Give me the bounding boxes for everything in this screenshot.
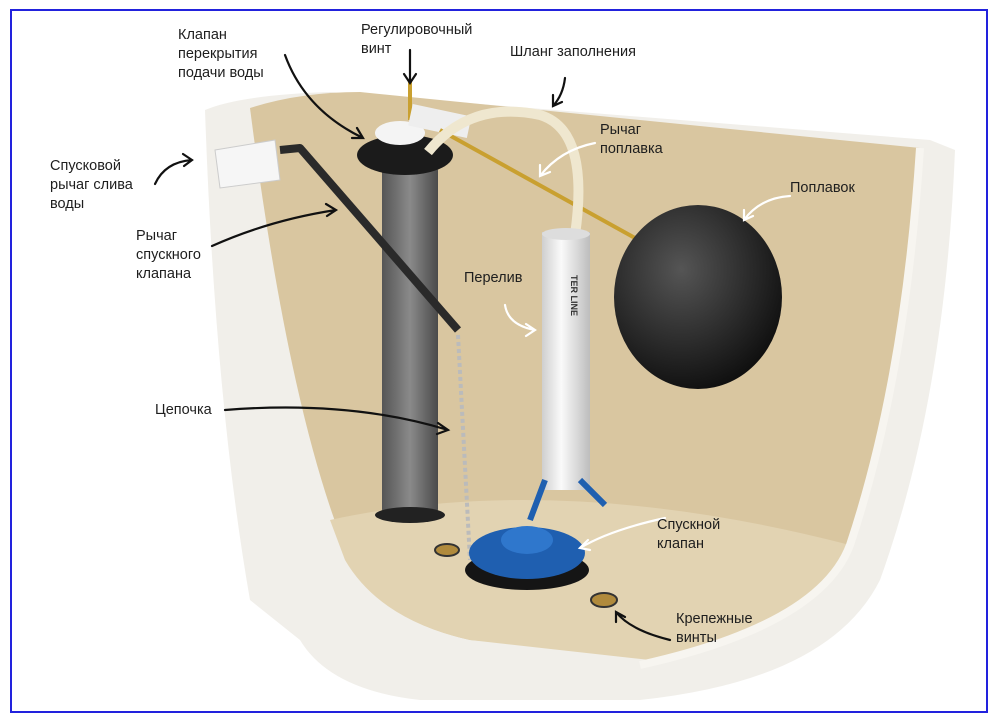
arrow-chain bbox=[223, 406, 451, 436]
bolt-icon bbox=[590, 592, 618, 608]
overflow-tube bbox=[542, 232, 590, 490]
label-mount-bolts: Крепежные винты bbox=[676, 611, 753, 646]
arrow-mount-bolts bbox=[614, 610, 672, 642]
float-ball bbox=[614, 205, 782, 389]
arrow-fill-hose bbox=[551, 76, 567, 108]
tank-rim-right bbox=[639, 147, 924, 669]
label-float: Поплавок bbox=[790, 180, 855, 196]
label-fill-hose: Шланг заполнения bbox=[510, 44, 636, 60]
arrow-flush-handle bbox=[153, 152, 194, 186]
label-overflow: Перелив bbox=[464, 270, 523, 286]
float-arm bbox=[439, 128, 636, 240]
arrow-flush-lever bbox=[210, 202, 339, 248]
label-flush-valve-lever: Рычаг спускного клапана bbox=[136, 228, 201, 282]
overflow-tube-top bbox=[542, 228, 590, 240]
flapper-arms bbox=[527, 477, 608, 522]
label-float-arm: Рычаг поплавка bbox=[600, 122, 663, 157]
arrow-adjust-screw bbox=[402, 48, 418, 85]
label-fill-valve-shutoff: Клапан перекрытия подачи воды bbox=[178, 27, 264, 81]
bolt-icon bbox=[434, 543, 460, 557]
arrow-fill-valve bbox=[283, 53, 365, 140]
label-flush-handle: Спусковой рычаг слива воды bbox=[50, 158, 133, 212]
fill-hose bbox=[424, 106, 584, 236]
fill-valve-top bbox=[375, 121, 425, 145]
fill-valve-base bbox=[375, 507, 445, 523]
flapper-dome bbox=[501, 526, 553, 554]
label-adjust-screw: Регулировочный винт bbox=[361, 22, 473, 57]
arrow-float bbox=[742, 194, 792, 222]
chain-illustration bbox=[456, 334, 472, 561]
arrow-overflow bbox=[503, 303, 537, 338]
arrow-flush-valve bbox=[577, 516, 667, 552]
tank-floor bbox=[330, 500, 850, 660]
arrow-float-arm bbox=[538, 141, 597, 178]
diagram-frame bbox=[10, 9, 988, 713]
label-chain: Цепочка bbox=[155, 402, 212, 418]
flush-handle bbox=[214, 139, 281, 189]
flush-valve-lever-rod bbox=[279, 144, 462, 333]
label-flush-valve: Спускной клапан bbox=[657, 517, 721, 552]
overflow-tube-text: TER LINE bbox=[569, 275, 579, 316]
